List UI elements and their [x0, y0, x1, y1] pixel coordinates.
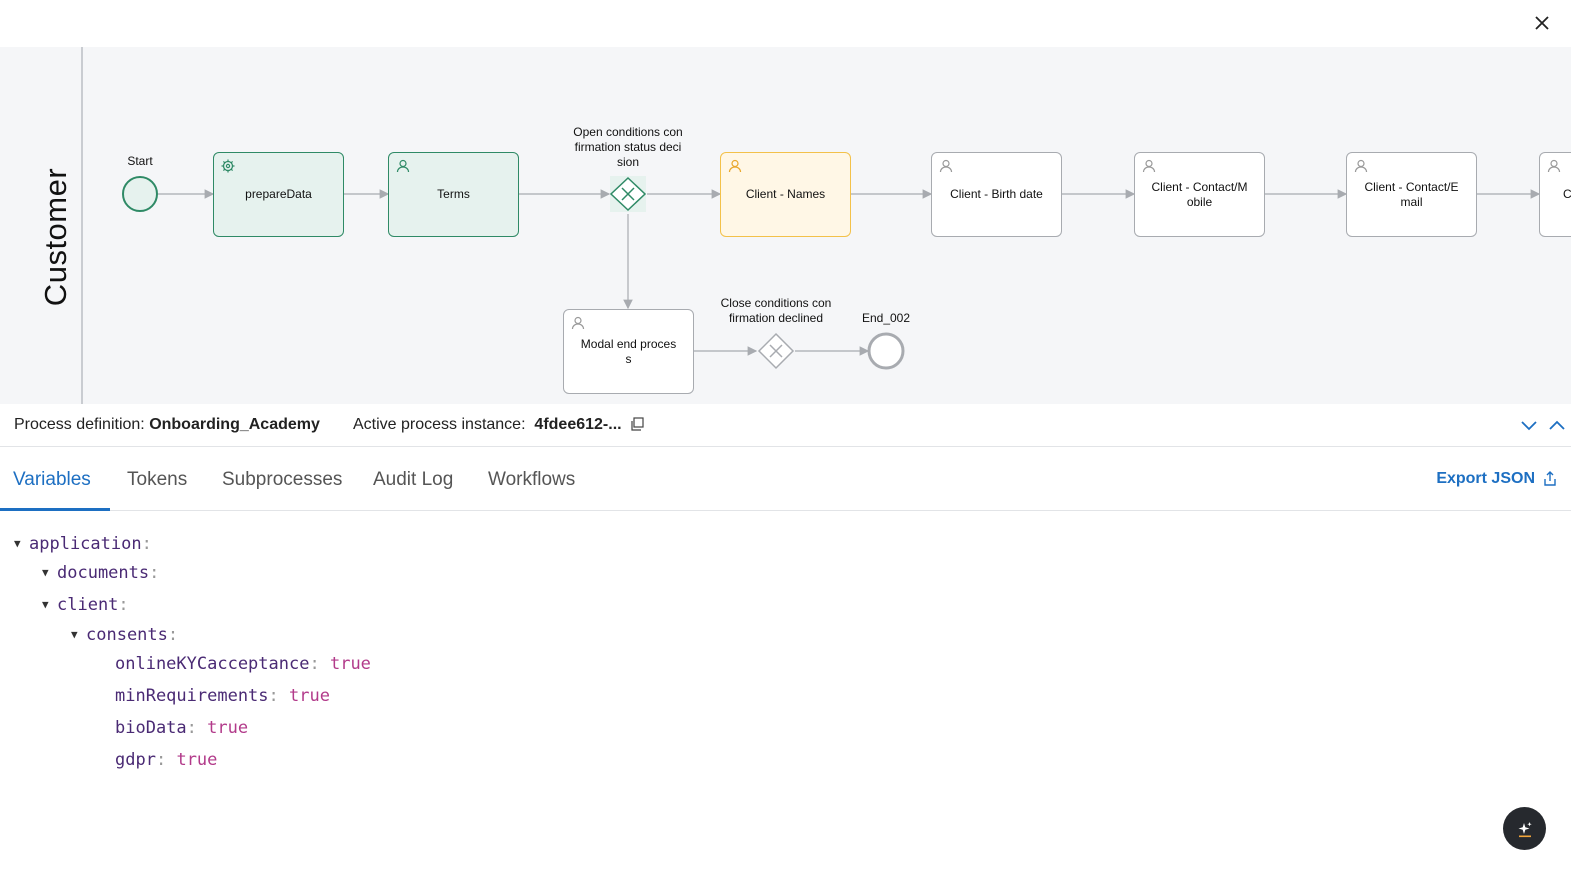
- gear-icon: [221, 159, 235, 173]
- definition-label: Process definition:: [14, 416, 145, 433]
- tree-colon: :: [167, 625, 179, 645]
- tab-variables[interactable]: Variables: [13, 469, 91, 490]
- process-info-bar: Process definition: Onboarding_Academy A…: [0, 404, 1571, 447]
- user-icon: [1354, 159, 1368, 173]
- task-label: prepareData: [245, 187, 312, 201]
- tab-workflows[interactable]: Workflows: [488, 469, 576, 490]
- tree-value: true: [289, 686, 330, 706]
- task-label: Client - Contact/M obile: [1151, 179, 1248, 209]
- task-client-email[interactable]: Client - Contact/E mail: [1346, 152, 1477, 237]
- expand-triangle-icon[interactable]: ▼: [14, 537, 21, 550]
- export-label: Export JSON: [1436, 470, 1535, 487]
- user-icon: [1547, 159, 1561, 173]
- tree-key: consents: [86, 625, 168, 645]
- tree-leaf: bioData: true: [115, 718, 248, 738]
- task-label: Client - Contact/E mail: [1364, 179, 1459, 209]
- end-event: [867, 332, 905, 370]
- end-label: End_002: [861, 311, 911, 325]
- chevron-up-icon[interactable]: [1548, 418, 1566, 432]
- tree-colon: :: [141, 534, 152, 554]
- definition-value: Onboarding_Academy: [149, 416, 320, 433]
- instance-value: 4fdee612-...: [534, 416, 622, 433]
- task-label: Client - Birth date: [950, 187, 1043, 201]
- task-label: Client - Names: [745, 187, 826, 201]
- gateway-close-label: Close conditions con firmation declined: [720, 296, 832, 325]
- tree-value: true: [329, 654, 371, 674]
- instance-label: Active process instance:: [353, 416, 526, 433]
- task-client-next[interactable]: C: [1539, 152, 1571, 237]
- user-icon: [571, 316, 585, 330]
- tree-key: minRequirements: [115, 686, 269, 706]
- tree-value: true: [176, 750, 218, 770]
- tree-key: application: [29, 534, 142, 554]
- export-json-button[interactable]: Export JSON: [1436, 470, 1557, 488]
- tab-tokens[interactable]: Tokens: [127, 469, 188, 490]
- tree-key: bioData: [115, 718, 187, 738]
- share-icon: [1544, 471, 1556, 486]
- tab-bar: Variables Tokens Subprocesses Audit Log …: [0, 447, 1571, 511]
- tree-node-client[interactable]: ▼ client:: [42, 595, 129, 615]
- top-bar: [0, 0, 1571, 47]
- tree-node-documents[interactable]: ▼ documents:: [42, 563, 159, 583]
- user-icon: [396, 159, 410, 173]
- task-client-birth-date[interactable]: Client - Birth date: [931, 152, 1062, 237]
- tab-subprocesses[interactable]: Subprocesses: [222, 469, 343, 490]
- task-terms[interactable]: Terms: [388, 152, 519, 237]
- user-icon: [939, 159, 953, 173]
- copy-icon[interactable]: [630, 417, 644, 431]
- tree-colon: :: [118, 595, 129, 615]
- user-icon: [728, 159, 742, 173]
- sparkle-icon: [1518, 821, 1532, 837]
- tree-node-application[interactable]: ▼ application:: [14, 534, 152, 554]
- task-prepare-data[interactable]: prepareData: [213, 152, 344, 237]
- expand-triangle-icon[interactable]: ▼: [42, 598, 49, 611]
- tree-colon: :: [149, 563, 160, 583]
- tab-audit-log[interactable]: Audit Log: [373, 469, 454, 490]
- task-label: Modal end proces s: [580, 336, 677, 366]
- tree-leaf: minRequirements: true: [115, 686, 330, 706]
- expand-triangle-icon[interactable]: ▼: [71, 628, 78, 641]
- user-icon: [1142, 159, 1156, 173]
- tree-leaf: onlineKYCacceptance: true: [115, 654, 371, 674]
- task-client-mobile[interactable]: Client - Contact/M obile: [1134, 152, 1265, 237]
- tree-colon: :: [309, 654, 320, 674]
- active-tab-indicator: [0, 508, 110, 511]
- task-modal-end-process[interactable]: Modal end proces s: [563, 309, 694, 394]
- tree-key: gdpr: [115, 750, 156, 770]
- gateway-open-icon: [609, 176, 647, 212]
- tree-key: documents: [57, 563, 150, 583]
- tree-leaf: gdpr: true: [115, 750, 217, 770]
- gateway-close-icon: [757, 332, 795, 370]
- tree-colon: :: [186, 718, 197, 738]
- process-diagram[interactable]: Customer: [0, 47, 1571, 404]
- process-instance: Active process instance: 4fdee612-...: [353, 416, 644, 434]
- swimlane-header: Customer: [0, 47, 83, 404]
- task-client-names[interactable]: Client - Names: [720, 152, 851, 237]
- chevron-down-icon[interactable]: [1520, 418, 1538, 432]
- tree-colon: :: [155, 750, 167, 770]
- tree-key: client: [57, 595, 119, 615]
- sequence-flows: [122, 176, 1541, 370]
- gateway-open-label: Open conditions con firmation status dec…: [573, 125, 683, 169]
- start-label: Start: [127, 154, 153, 168]
- ai-assistant-button[interactable]: [1503, 807, 1546, 850]
- task-label: C: [1563, 187, 1571, 201]
- tree-colon: :: [268, 686, 279, 706]
- task-label: Terms: [437, 187, 470, 201]
- start-event: [122, 176, 158, 212]
- close-icon[interactable]: [1531, 12, 1553, 34]
- tree-node-consents[interactable]: ▼ consents:: [71, 625, 178, 645]
- tree-key: onlineKYCacceptance: [115, 654, 310, 674]
- expand-triangle-icon[interactable]: ▼: [42, 566, 49, 579]
- process-definition: Process definition: Onboarding_Academy: [14, 416, 320, 434]
- tree-value: true: [207, 718, 249, 738]
